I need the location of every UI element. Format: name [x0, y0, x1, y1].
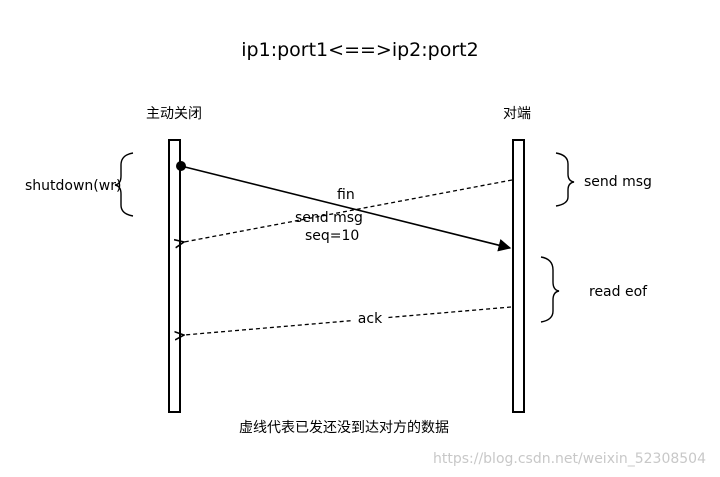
- shutdown-brace: [114, 152, 134, 217]
- seq-label: seq=10: [305, 228, 359, 244]
- left-lifeline: [168, 139, 181, 413]
- read-eof-brace: [540, 256, 560, 323]
- watermark: https://blog.csdn.net/weixin_52308504: [433, 451, 706, 467]
- send-msg-brace: [555, 152, 575, 207]
- diagram-title: ip1:port1<==>ip2:port2: [241, 39, 478, 61]
- right-lifeline: [512, 139, 525, 413]
- send-msg-label: send msg: [584, 174, 652, 190]
- ack-label: ack: [358, 311, 383, 327]
- actor-right-label: 对端: [503, 106, 531, 122]
- read-eof-label: read eof: [589, 284, 648, 300]
- fin-arrow: [180, 165, 512, 252]
- fin-label: fin: [337, 187, 355, 203]
- send-msg-message-label: send msg: [295, 210, 363, 226]
- shutdown-label: shutdown(wr): [25, 178, 121, 194]
- diagram-caption: 虚线代表已发还没到达对方的数据: [239, 420, 449, 436]
- ack-arrow: [184, 306, 512, 335]
- ack-label-bg: [352, 311, 388, 325]
- actor-left-label: 主动关闭: [146, 106, 202, 122]
